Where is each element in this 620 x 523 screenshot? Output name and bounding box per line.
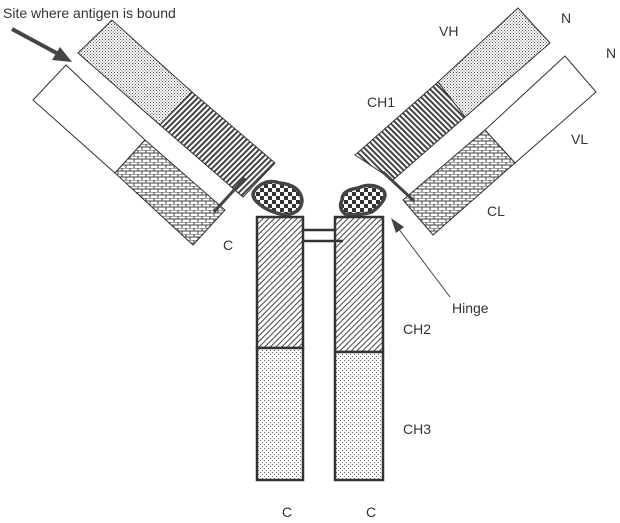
ch3-label: CH3 [403,421,431,437]
left-ch1-domain [159,91,276,198]
c-terminus-left-label: C [282,504,292,520]
c-terminus-light-label: C [223,237,233,253]
left-cl-domain [114,139,226,246]
ch1-label: CH1 [367,94,395,110]
right-ch2-domain [333,215,385,354]
hinge-label: Hinge [452,300,489,316]
ch2-label: CH2 [403,321,431,337]
hinge-pointer-arrowhead [391,218,404,233]
right-ch3-domain [333,350,385,482]
left-disulfide-arrow [212,176,247,214]
left-ch2-domain [255,215,305,350]
n-terminus-heavy-label: N [561,10,571,26]
antigen-site-arrowhead [52,47,72,62]
left-hinge-blob [251,179,304,217]
hinge-pointer-line [397,227,451,298]
right-ch1-domain [354,81,466,181]
antigen-site-arrow [11,27,63,58]
n-terminus-light-label: N [606,45,616,61]
right-cl-domain [402,129,516,236]
antigen-site-label: Site where antigen is bound [3,5,176,21]
vl-label: VL [571,131,588,147]
right-disulfide-line [381,170,416,203]
cl-label: CL [487,203,505,219]
left-ch3-domain [255,346,305,482]
right-hinge-blob [338,183,387,217]
vh-label: VH [439,23,458,39]
c-terminus-right-label: C [366,504,376,520]
